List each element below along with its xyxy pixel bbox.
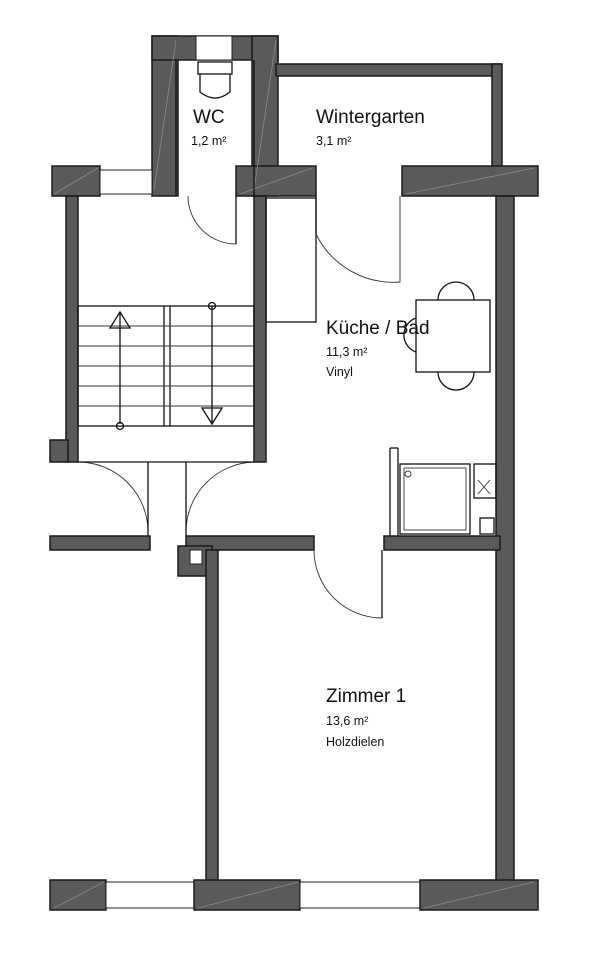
right-exterior-wall	[495, 195, 515, 907]
label-wintergarten: Wintergarten 3,1 m²	[316, 107, 425, 148]
bottom-window-left	[105, 881, 195, 909]
stair-left-wall	[65, 195, 79, 463]
mid-wall-right	[383, 535, 501, 551]
wc-vent-window	[195, 35, 233, 61]
stair-door-left-arc	[77, 461, 149, 533]
doors	[77, 195, 401, 619]
mid-wall-left	[49, 535, 151, 551]
wc-area: 1,2 m²	[191, 134, 226, 148]
kueche-bad-floor: Vinyl	[326, 365, 353, 379]
down-arrow-icon	[200, 407, 224, 426]
toilet-icon	[197, 61, 233, 99]
wintergarten-area: 3,1 m²	[316, 134, 351, 148]
bottom-window-right	[299, 881, 421, 909]
zimmer1-name: Zimmer 1	[326, 686, 406, 707]
chimney-flue	[189, 549, 203, 565]
walls	[49, 35, 539, 911]
wc-name: WC	[193, 107, 225, 128]
shower-icon	[399, 463, 471, 535]
mid-wall-center	[185, 535, 315, 551]
label-zimmer1: Zimmer 1 13,6 m² Holzdielen	[326, 686, 406, 749]
kueche-bad-name: Küche / Bad	[326, 318, 430, 339]
zimmer-left-wall	[205, 549, 219, 883]
wintergarten-door-arc	[315, 196, 401, 283]
stair-left-stub	[49, 439, 69, 463]
wintergarten-right-wall	[491, 63, 503, 169]
stair-window	[99, 169, 153, 195]
kueche-bad-area: 11,3 m²	[326, 345, 367, 359]
wintergarten-name: Wintergarten	[316, 107, 425, 128]
stair-door-right-arc	[185, 461, 255, 533]
shaft	[479, 517, 495, 535]
label-kueche-bad: Küche / Bad 11,3 m² Vinyl	[326, 318, 430, 379]
zimmer1-area: 13,6 m²	[326, 714, 368, 728]
sink-icon	[473, 463, 497, 499]
up-arrow-icon	[108, 310, 132, 329]
label-wc: WC 1,2 m²	[191, 107, 226, 148]
wintergarten-top-wall	[275, 63, 501, 77]
wc-door-arc	[187, 195, 237, 245]
bottom-wall-left	[49, 879, 107, 911]
zimmer1-floor: Holzdielen	[326, 735, 384, 749]
stair-right-wall	[253, 195, 267, 463]
zimmer-door-arc	[313, 549, 383, 619]
cabinet	[265, 197, 317, 323]
partitions	[175, 60, 399, 536]
dining-table	[403, 281, 491, 391]
staircase	[77, 301, 255, 431]
